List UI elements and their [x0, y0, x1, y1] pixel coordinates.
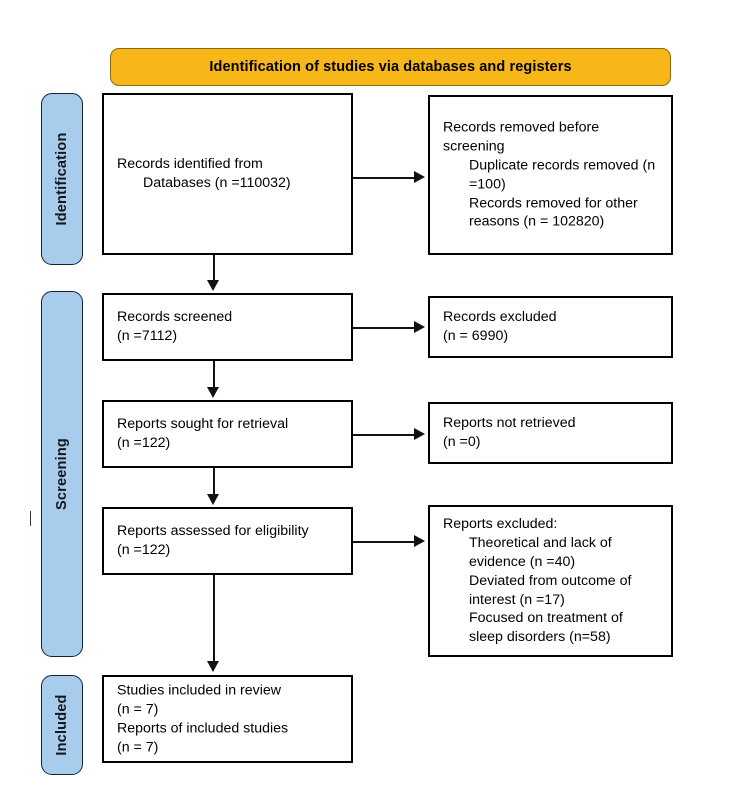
box-records-removed-body: Records removed before screening Duplica…	[443, 118, 663, 231]
box-line: (n =0)	[443, 434, 481, 450]
box-reports-not-retrieved: Reports not retrieved (n =0)	[428, 402, 673, 464]
box-line: (n = 6990)	[443, 328, 509, 344]
box-line: Records removed for other	[469, 194, 638, 211]
box-records-excluded-body: Records excluded (n = 6990)	[443, 308, 663, 346]
connector-screened-to-excluded	[353, 327, 415, 329]
box-reports-not-retrieved-body: Reports not retrieved (n =0)	[443, 414, 663, 452]
header-title: Identification of studies via databases …	[209, 59, 572, 75]
box-studies-included-in-review: Studies included in review (n = 7) Repor…	[102, 675, 353, 763]
box-records-screened-body: Records screened (n =7112)	[117, 308, 343, 346]
connector-sought-to-assessed	[213, 468, 215, 496]
arrow-right-icon	[414, 428, 425, 440]
stage-label-identification: Identification	[41, 93, 83, 265]
box-line: Studies included in review	[117, 682, 282, 699]
box-line: (n =122)	[117, 542, 171, 558]
box-line: Reports assessed for eligibility	[117, 523, 309, 540]
box-line: Records identified from	[117, 156, 263, 173]
stage-label-included-text: Included	[54, 694, 70, 756]
connector-identified-to-removed	[353, 177, 415, 179]
box-reports-excluded: Reports excluded: Theoretical and lack o…	[428, 505, 673, 657]
arrow-right-icon	[414, 171, 425, 183]
box-line: (n =7112)	[117, 328, 178, 344]
box-records-screened: Records screened (n =7112)	[102, 293, 353, 361]
arrow-right-icon	[414, 321, 425, 333]
box-line: evidence (n =40)	[469, 553, 576, 570]
arrow-down-icon	[207, 280, 219, 291]
box-line: Databases (n =110032)	[143, 175, 291, 191]
arrow-down-icon	[207, 387, 219, 398]
box-line: Duplicate records removed (n	[469, 157, 656, 174]
box-line: Focused on treatment of	[469, 610, 623, 627]
box-records-identified: Records identified from Databases (n =11…	[102, 93, 353, 255]
connector-screened-to-sought	[213, 361, 215, 389]
connector-sought-to-not-retrieved	[353, 434, 415, 436]
box-records-identified-body: Records identified from Databases (n =11…	[117, 155, 343, 193]
box-line: interest (n =17)	[469, 591, 565, 608]
box-line: (n = 7)	[117, 701, 159, 718]
connector-assessed-to-reports-excluded	[353, 541, 415, 543]
box-records-excluded: Records excluded (n = 6990)	[428, 296, 673, 358]
header-banner: Identification of studies via databases …	[110, 48, 671, 86]
stage-label-screening-text: Screening	[54, 438, 70, 510]
box-reports-sought-for-retrieval: Reports sought for retrieval (n =122)	[102, 400, 353, 468]
box-line: screening	[443, 138, 505, 155]
box-line: Reports of included studies	[117, 720, 289, 736]
box-line: Reports not retrieved	[443, 415, 576, 432]
box-line: Theoretical and lack of	[469, 534, 612, 551]
box-reports-assessed-body: Reports assessed for eligibility (n =122…	[117, 522, 343, 560]
box-line: reasons (n = 102820)	[469, 213, 605, 230]
box-line: Records excluded	[443, 309, 557, 326]
box-reports-sought-body: Reports sought for retrieval (n =122)	[117, 415, 343, 453]
box-records-removed-before-screening: Records removed before screening Duplica…	[428, 95, 673, 255]
box-reports-assessed-for-eligibility: Reports assessed for eligibility (n =122…	[102, 507, 353, 575]
box-line: Records screened	[117, 309, 233, 326]
box-line: (n = 7)	[117, 738, 159, 755]
box-line: Deviated from outcome of	[469, 572, 632, 589]
arrow-down-icon	[207, 494, 219, 505]
arrow-down-icon	[207, 661, 219, 672]
stage-label-screening: Screening	[41, 291, 83, 657]
connector-identified-to-screened	[213, 255, 215, 282]
box-line: Reports sought for retrieval	[117, 416, 289, 433]
stage-label-identification-text: Identification	[54, 132, 70, 226]
box-line: Reports excluded:	[443, 515, 558, 532]
stage-label-included: Included	[41, 675, 83, 775]
box-line: sleep disorders (n=58)	[469, 629, 611, 646]
tick-mark-artifact	[30, 511, 32, 526]
box-line: (n =122)	[117, 435, 171, 451]
box-line: Records removed before	[443, 119, 600, 136]
box-line: =100)	[469, 176, 506, 192]
connector-assessed-to-included	[213, 575, 215, 663]
arrow-right-icon	[414, 535, 425, 547]
box-reports-excluded-body: Reports excluded: Theoretical and lack o…	[443, 515, 663, 647]
box-studies-included-body: Studies included in review (n = 7) Repor…	[117, 681, 343, 757]
